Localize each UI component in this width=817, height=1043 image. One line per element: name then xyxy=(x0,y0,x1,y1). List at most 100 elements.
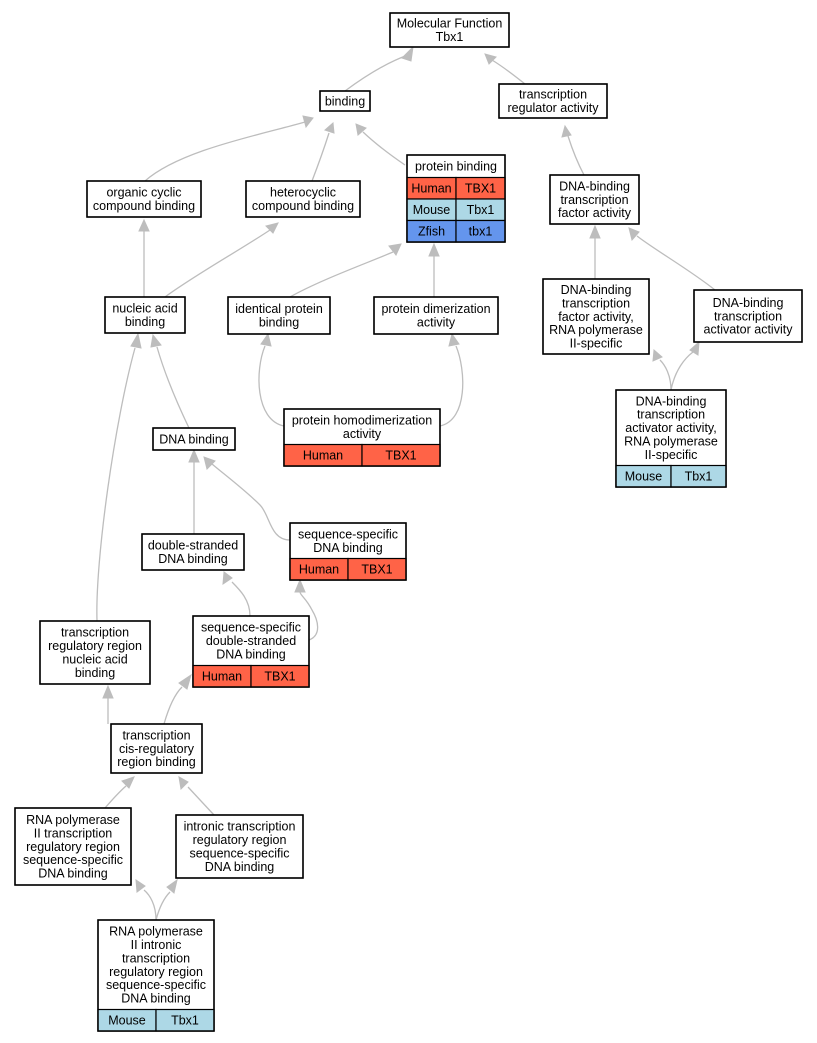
edge-line xyxy=(344,54,409,92)
edge-line xyxy=(144,121,306,182)
node-box xyxy=(14,807,132,886)
species-label: Mouse xyxy=(413,203,451,217)
node-label-line: intronic transcription xyxy=(184,820,296,834)
node-outline xyxy=(175,814,304,879)
node-outline xyxy=(97,919,215,1032)
edge-line xyxy=(567,135,585,176)
edge-dna-binding-tf-pol2-to-dna-binding-tf xyxy=(589,224,601,279)
node-label-line: identical protein xyxy=(235,302,323,316)
node-outline xyxy=(389,12,510,48)
node-outline xyxy=(406,154,506,243)
node-label-line: DNA-binding xyxy=(636,394,707,408)
edge-line xyxy=(439,345,464,427)
arrowhead xyxy=(355,123,367,136)
edge-line xyxy=(143,889,157,921)
node-label-line: heterocyclic xyxy=(270,186,336,200)
node-box xyxy=(389,12,510,48)
edge-organic-cyclic-to-binding xyxy=(144,115,314,182)
node-label-line: region binding xyxy=(117,755,196,769)
edge-transcription-regulator-to-mf xyxy=(484,53,526,85)
node-label-line: RNA polymerase xyxy=(549,323,643,337)
node-label-line: sequence-specific xyxy=(189,847,289,861)
node-outline xyxy=(373,296,499,335)
species-label: Human xyxy=(202,670,242,684)
edge-line xyxy=(670,351,694,391)
arrowhead xyxy=(121,776,135,789)
arrowhead xyxy=(135,879,146,893)
edge-line xyxy=(104,785,127,809)
edge-seq-specific-ds-to-seq-specific xyxy=(294,578,319,641)
edge-rnap2-intronic-to-intronic xyxy=(155,878,178,921)
node-label-line: DNA binding xyxy=(121,992,191,1006)
node-label-line: DNA-binding xyxy=(561,283,632,297)
arrowhead xyxy=(188,448,200,463)
edge-line xyxy=(163,686,183,725)
node-label-line: binding xyxy=(325,94,365,108)
gene-label: Tbx1 xyxy=(171,1014,199,1028)
edge-line xyxy=(362,131,406,166)
species-label: Mouse xyxy=(108,1014,146,1028)
node-outline xyxy=(227,296,331,335)
arrowhead xyxy=(484,53,497,65)
edge-activator-pol2-to-dna-binding-tf-pol2 xyxy=(652,348,672,391)
node-label-line: activator activity xyxy=(704,323,794,337)
node-label-line: regulator activity xyxy=(507,101,599,115)
edge-intronic-to-cis-regulatory xyxy=(178,776,215,816)
arrowhead xyxy=(178,776,189,791)
arrowhead xyxy=(652,348,663,362)
node-outline xyxy=(14,807,132,886)
edge-identical-protein-to-protein-binding xyxy=(289,243,402,298)
edge-heterocyclic-to-binding xyxy=(311,121,335,182)
node-label-line: DNA binding xyxy=(216,647,286,661)
edge-line xyxy=(289,251,394,298)
arrowhead xyxy=(302,115,314,129)
arrowhead xyxy=(448,332,460,347)
node-label-line: sequence-specific xyxy=(201,621,301,635)
node-label-line: II-specific xyxy=(645,448,698,462)
node-box xyxy=(110,723,203,774)
node-label-line: regulatory region xyxy=(48,639,142,653)
arrowhead xyxy=(628,227,640,242)
arrowhead xyxy=(589,224,601,239)
arrowhead xyxy=(203,456,216,470)
node-outline xyxy=(542,278,650,355)
node-outline xyxy=(319,90,371,112)
edge-binding-to-mf xyxy=(344,45,414,92)
node-outline xyxy=(498,83,608,119)
node-dna-binding[interactable]: DNA binding xyxy=(152,427,236,451)
node-binding[interactable]: binding xyxy=(319,90,371,112)
edge-seq-specific-to-dna-binding xyxy=(203,456,291,541)
node-outline xyxy=(693,289,803,343)
arrowhead xyxy=(138,218,150,232)
node-label-line: transcription xyxy=(519,88,587,102)
node-label-line: DNA-binding xyxy=(559,179,630,193)
node-label-line: binding xyxy=(75,666,115,680)
node-label-line: activity xyxy=(343,427,382,441)
node-label-line: nucleic acid xyxy=(112,302,177,316)
node-outline xyxy=(289,522,407,581)
edge-protein-dimerization-to-protein-binding xyxy=(428,242,440,297)
